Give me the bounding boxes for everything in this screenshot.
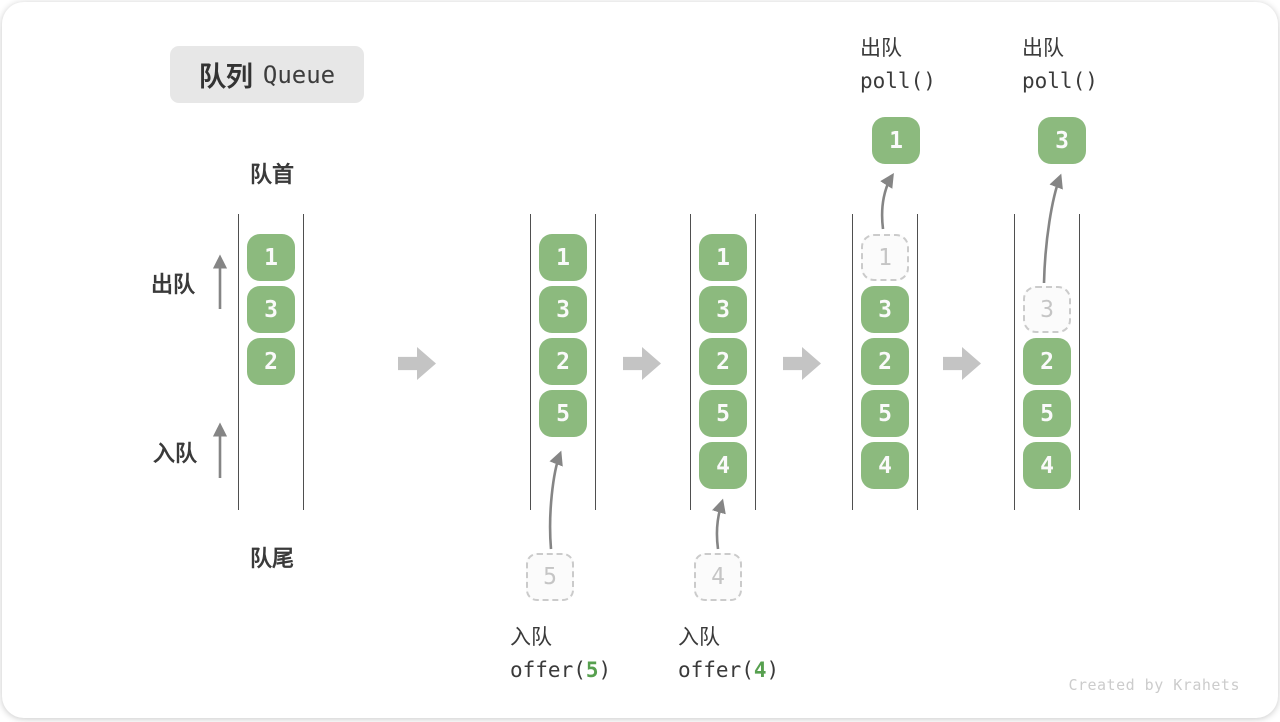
removed-value-box: 3 bbox=[1038, 117, 1086, 164]
queue-cell: 2 bbox=[247, 338, 295, 385]
label-enqueue-direction: 入队 bbox=[153, 441, 198, 466]
queue-cell: 2 bbox=[539, 338, 587, 385]
label-queue-front: 队首 bbox=[249, 162, 294, 187]
label-dequeue-direction: 出队 bbox=[151, 272, 196, 297]
title-zh: 队列 bbox=[198, 62, 253, 92]
queue-cell: 1 bbox=[539, 234, 587, 281]
queue-state-1: 1 3 2 bbox=[238, 214, 304, 510]
queue-cell: 5 bbox=[1023, 390, 1071, 437]
operation-label: 出队 bbox=[1022, 37, 1064, 60]
transition-arrow-icon bbox=[398, 347, 436, 380]
operation-dequeue-poll-1: 出队 poll() bbox=[860, 32, 936, 98]
removed-value-box: 1 bbox=[872, 117, 920, 164]
queue-cell: 5 bbox=[539, 390, 587, 437]
transition-arrow-icon bbox=[783, 347, 821, 380]
queue-state-4: 1 3 2 5 4 bbox=[852, 214, 918, 510]
queue-cell-removed: 1 bbox=[861, 234, 909, 281]
operation-code: offer(4) bbox=[678, 658, 780, 682]
queue-cell: 1 bbox=[699, 234, 747, 281]
queue-state-3: 1 3 2 5 4 bbox=[690, 214, 756, 510]
label-queue-rear: 队尾 bbox=[249, 546, 294, 571]
operation-label: 入队 bbox=[510, 626, 552, 649]
operation-dequeue-poll-2: 出队 poll() bbox=[1022, 32, 1098, 98]
queue-cell: 3 bbox=[247, 286, 295, 333]
queue-cell-removed: 3 bbox=[1023, 286, 1071, 333]
transition-arrow-icon bbox=[623, 347, 661, 380]
queue-state-2: 1 3 2 5 bbox=[530, 214, 596, 510]
operation-enqueue-offer5: 入队 offer(5) bbox=[510, 621, 611, 687]
queue-cell: 3 bbox=[539, 286, 587, 333]
code-argument: 4 bbox=[753, 658, 767, 682]
queue-cell: 1 bbox=[247, 234, 295, 281]
transition-arrow-icon bbox=[943, 347, 981, 380]
title-en: Queue bbox=[262, 60, 336, 89]
queue-cell: 5 bbox=[699, 390, 747, 437]
operation-code: poll() bbox=[1022, 69, 1098, 93]
queue-cell: 4 bbox=[861, 442, 909, 489]
queue-cell: 5 bbox=[861, 390, 909, 437]
title-box: 队列 Queue bbox=[170, 46, 364, 103]
queue-cell: 2 bbox=[699, 338, 747, 385]
operation-code: poll() bbox=[860, 69, 936, 93]
queue-cell: 3 bbox=[861, 286, 909, 333]
queue-cell: 2 bbox=[861, 338, 909, 385]
queue-cell: 3 bbox=[699, 286, 747, 333]
queue-state-5: 3 2 5 4 bbox=[1014, 214, 1080, 510]
code-argument: 5 bbox=[585, 658, 599, 682]
operation-enqueue-offer4: 入队 offer(4) bbox=[678, 621, 779, 687]
queue-cell: 4 bbox=[699, 442, 747, 489]
staged-value-box: 5 bbox=[526, 553, 574, 601]
queue-cell: 4 bbox=[1023, 442, 1071, 489]
queue-cell: 2 bbox=[1023, 338, 1071, 385]
operation-code: offer(5) bbox=[510, 658, 612, 682]
footer-credit: Created by Krahets bbox=[1068, 676, 1240, 694]
staged-value-box: 4 bbox=[694, 553, 742, 601]
operation-label: 出队 bbox=[860, 37, 902, 60]
operation-label: 入队 bbox=[678, 626, 720, 649]
